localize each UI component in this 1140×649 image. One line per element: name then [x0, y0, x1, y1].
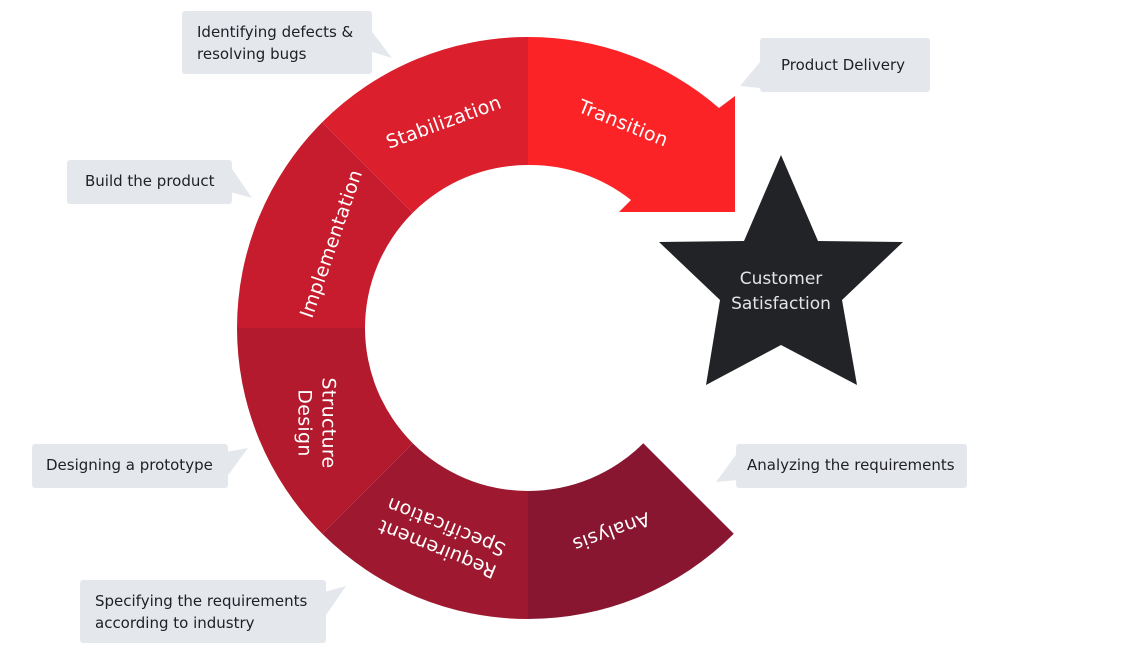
- callout-specifying-line-2: according to industry: [95, 614, 255, 632]
- svg-text:Design: Design: [294, 389, 316, 456]
- callout-build-text: Build the product: [85, 172, 215, 190]
- callout-specifying-line-1: Specifying the requirements: [95, 592, 308, 610]
- callout-defects-line-2: resolving bugs: [197, 45, 307, 63]
- segment-transition: [528, 36, 735, 213]
- callout-tail: [740, 62, 760, 88]
- callout-build: Build the product: [67, 160, 232, 204]
- callout-tail: [226, 448, 248, 478]
- callout-tail: [716, 452, 738, 482]
- callout-defects: Identifying defects & resolving bugs: [182, 11, 372, 74]
- segment-analysis: [528, 443, 734, 619]
- segment-stabilization: [322, 37, 528, 213]
- star-label: Customer Satisfaction: [731, 269, 831, 314]
- callout-tail: [366, 24, 392, 58]
- callout-product-delivery-text: Product Delivery: [781, 56, 905, 74]
- callout-analyzing-text: Analyzing the requirements: [747, 456, 955, 474]
- svg-text:Structure: Structure: [318, 377, 340, 468]
- customer-satisfaction-star: [659, 155, 903, 385]
- callout-prototype: Designing a prototype: [32, 444, 228, 488]
- callout-specifying: Specifying the requirements according to…: [80, 580, 326, 643]
- structure-design-label: Structure Design: [294, 377, 340, 468]
- segment-requirement-specification: [322, 443, 528, 619]
- callout-tail: [324, 586, 346, 618]
- segment-structure-design: [237, 328, 413, 534]
- svg-text:Satisfaction: Satisfaction: [731, 294, 831, 314]
- segment-implementation: [237, 122, 413, 328]
- callout-analyzing: Analyzing the requirements: [736, 444, 967, 488]
- callout-defects-line-1: Identifying defects &: [197, 23, 354, 41]
- callout-tail: [230, 166, 252, 198]
- callout-product-delivery: Product Delivery: [760, 38, 930, 92]
- callout-prototype-text: Designing a prototype: [46, 456, 213, 474]
- svg-text:Customer: Customer: [740, 269, 823, 289]
